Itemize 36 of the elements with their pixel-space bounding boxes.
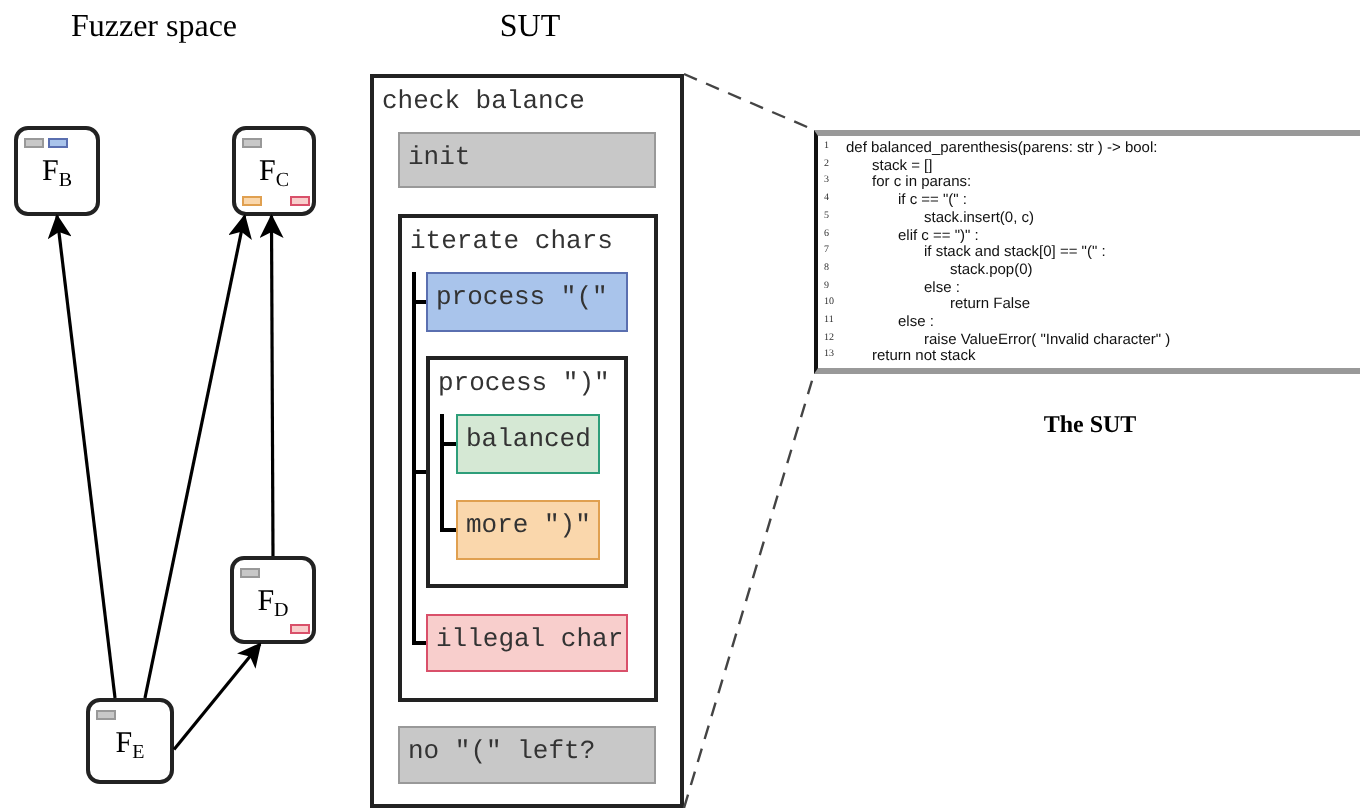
container-box <box>370 74 684 808</box>
code-title: The SUT <box>1043 410 1137 440</box>
state-label: F$_{E}$ <box>113 728 147 768</box>
code-listing <box>814 130 1360 374</box>
step-box <box>456 414 600 474</box>
section-title: SUT <box>499 10 561 46</box>
arrow <box>172 642 262 751</box>
state-label: F$_{B}$ <box>39 156 74 196</box>
tree-line <box>440 414 456 532</box>
step-label: balanced <box>466 424 591 454</box>
state-label: F$_{D}$ <box>255 586 291 626</box>
container-box <box>398 214 658 702</box>
step-label: init <box>408 142 471 172</box>
state-box <box>14 126 100 216</box>
container-title: process ")" <box>438 368 610 398</box>
state-box <box>230 556 316 644</box>
step-box <box>398 132 656 188</box>
arrow <box>259 214 284 556</box>
state-box <box>232 126 316 216</box>
container-title: check balance <box>382 86 585 116</box>
step-box <box>426 272 628 332</box>
arrow <box>47 214 117 699</box>
step-label: illegal char <box>436 624 624 654</box>
tree-line <box>412 272 426 645</box>
state-label: F$_{C}$ <box>256 156 291 196</box>
section-title: Fuzzer space <box>70 10 238 46</box>
container-box <box>426 356 628 588</box>
state-box <box>86 698 174 784</box>
step-label: process "(" <box>436 282 608 312</box>
container-title: iterate chars <box>410 226 613 256</box>
step-label: no "(" left? <box>408 736 596 766</box>
step-box <box>426 614 628 672</box>
step-label: more ")" <box>466 510 591 540</box>
arrow <box>143 214 252 699</box>
step-box <box>456 500 600 560</box>
step-box <box>398 726 656 784</box>
